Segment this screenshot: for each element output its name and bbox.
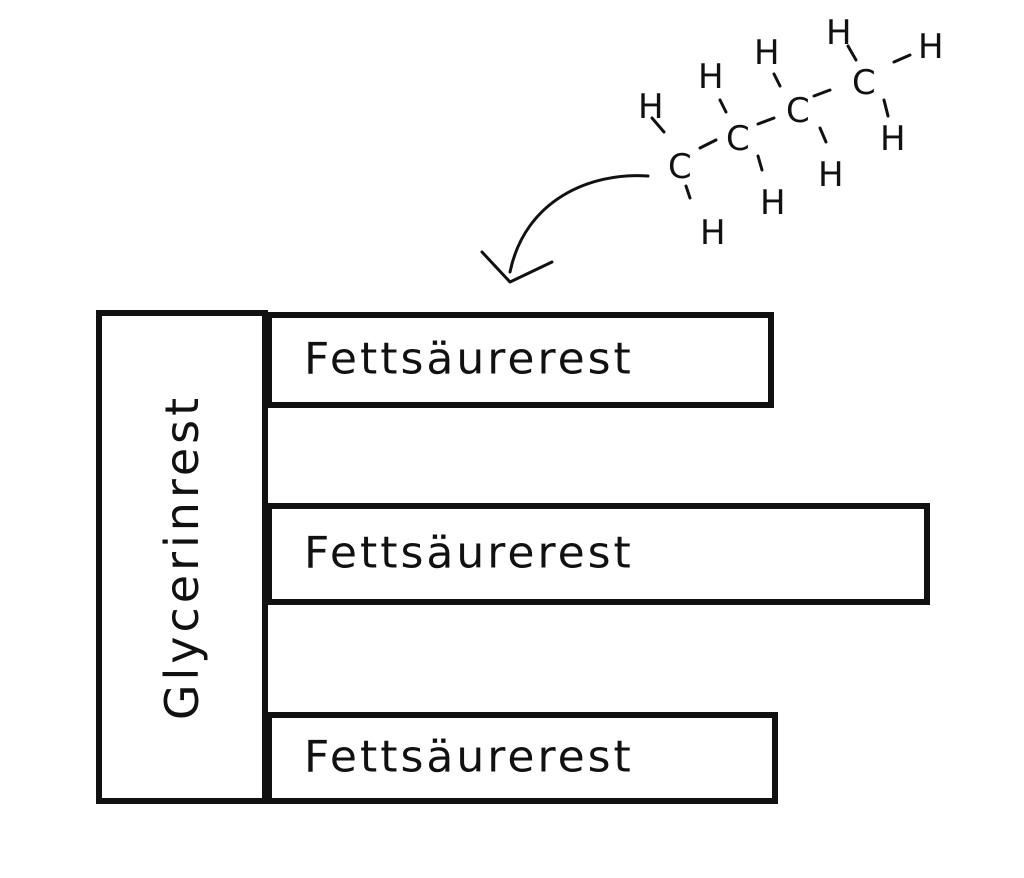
glycerin-box: Glycerinrest (96, 310, 268, 804)
atom-h: H (754, 33, 780, 73)
bond-lines (650, 44, 912, 200)
atom-h: H (826, 13, 852, 53)
fatty-acid-label-2: Fettsäurerest (304, 527, 634, 579)
atom-h: H (918, 27, 944, 67)
fatty-acid-label-3: Fettsäurerest (304, 731, 634, 783)
fatty-acid-label-1: Fettsäurerest (304, 333, 634, 385)
atom-h: H (818, 155, 844, 195)
atom-h: H (698, 57, 724, 97)
atom-h: H (880, 119, 906, 159)
atom-h: H (760, 183, 786, 223)
glycerin-label: Glycerinrest (155, 393, 209, 721)
curved-arrow (508, 174, 650, 274)
atom-h: H (700, 213, 726, 253)
fatty-acid-box-3: Fettsäurerest (266, 712, 778, 804)
fatty-acid-box-2: Fettsäurerest (266, 503, 930, 605)
atom-c2: C (726, 119, 750, 159)
arrow-head (480, 250, 554, 284)
atom-c4: C (852, 63, 876, 103)
atom-c3: C (786, 91, 810, 131)
atom-c1: C (668, 147, 692, 187)
fatty-acid-box-1: Fettsäurerest (266, 312, 774, 408)
atom-h: H (638, 87, 664, 127)
